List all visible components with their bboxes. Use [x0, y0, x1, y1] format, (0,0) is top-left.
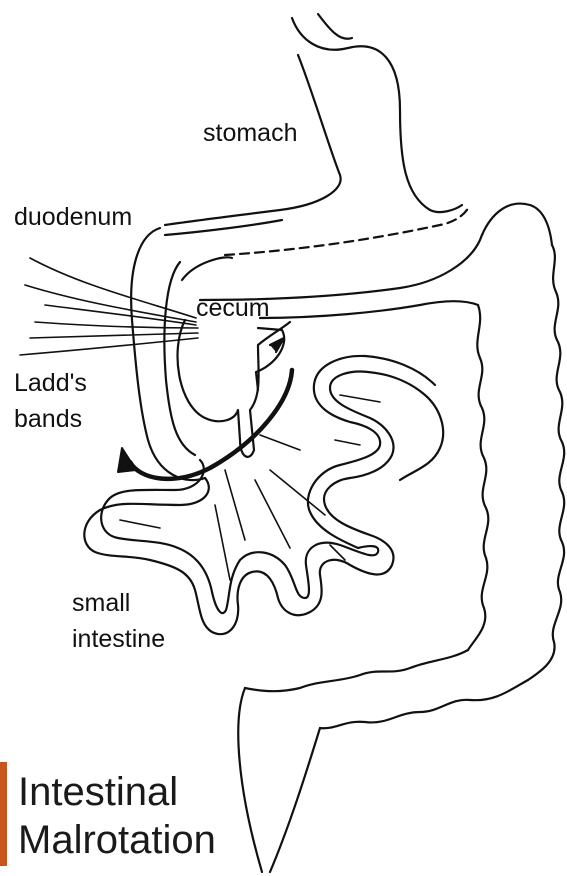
- rectum-left: [238, 688, 262, 872]
- label-stomach: stomach: [203, 118, 297, 148]
- colon-left-inner: [468, 305, 488, 650]
- mesentery-lines: [120, 395, 380, 580]
- small-intestine-outer: [84, 372, 443, 635]
- label-small-line2: intestine: [72, 624, 165, 654]
- label-duodenum: duodenum: [14, 202, 132, 232]
- label-small-line1: small: [72, 588, 130, 618]
- diagram-title: Intestinal Malrotation: [18, 768, 216, 864]
- label-ladds-line2: bands: [14, 404, 82, 434]
- ladds-band-4: [30, 333, 198, 338]
- title-line1: Intestinal: [18, 768, 216, 816]
- colon-left-outer: [528, 245, 564, 680]
- colon-upper-inner: [260, 301, 478, 318]
- title-accent-bar: [0, 762, 7, 866]
- cecum-arrow-loop: [256, 328, 284, 390]
- colon-upper-outer: [200, 204, 552, 300]
- ladds-band-1: [30, 258, 196, 318]
- rotation-arrow-head: [118, 448, 136, 472]
- esophagus-outline: [318, 14, 352, 39]
- ladds-band-3: [35, 322, 198, 328]
- duodenum-inner: [164, 262, 195, 455]
- colon-lower-inner: [245, 650, 468, 691]
- label-ladds-line1: Ladd's: [14, 368, 87, 398]
- small-intestine-inner: [101, 356, 435, 613]
- rectum-right: [270, 728, 320, 872]
- title-line2: Malrotation: [18, 816, 216, 864]
- label-cecum: cecum: [196, 293, 270, 323]
- cecum-outline: [178, 320, 290, 457]
- stomach-outline: [292, 18, 462, 212]
- duodenum-outer: [131, 228, 205, 480]
- ladds-band-5: [20, 338, 198, 355]
- colon-lower-outer: [320, 680, 528, 728]
- cecum-top: [182, 257, 232, 280]
- rotation-arrow: [130, 370, 292, 479]
